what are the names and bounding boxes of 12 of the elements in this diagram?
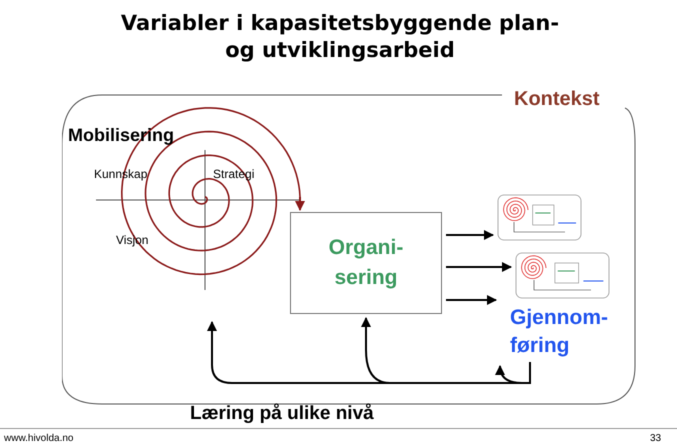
context-heading: Kontekst: [514, 87, 600, 112]
arrow: [295, 197, 305, 211]
arrow: [496, 365, 522, 384]
gjennomforing-text: Gjennom- føring: [510, 305, 609, 359]
learning-caption: Læring på ulike nivå: [190, 402, 374, 426]
arrow: [446, 230, 494, 240]
process-box: Organi- sering: [290, 212, 442, 314]
arrow: [446, 295, 497, 305]
footer-url: www.hivolda.no: [4, 432, 74, 446]
arrow: [446, 262, 512, 272]
page-number: 33: [650, 432, 662, 446]
title: Variabler i kapasitetsbyggende plan- og utviklingsarbeid: [120, 10, 560, 64]
